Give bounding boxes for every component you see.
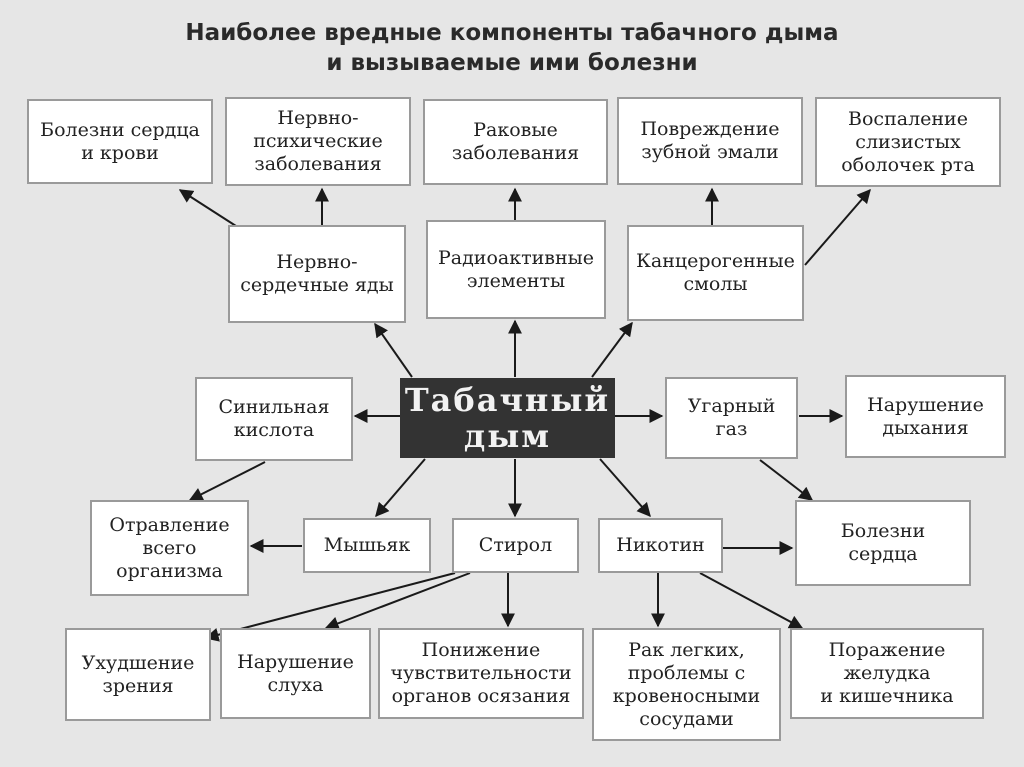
- disease-heart: Болезни сердца: [795, 500, 971, 586]
- arrow: [591, 321, 633, 378]
- arrow: [375, 458, 426, 518]
- component-hydrocyanic-acid: Синильная кислота: [195, 377, 353, 461]
- arrow: [759, 459, 814, 501]
- disease-hearing: Нарушение слуха: [220, 628, 371, 719]
- component-styrene: Стирол: [452, 518, 579, 573]
- disease-poisoning: Отравление всего организма: [90, 500, 249, 596]
- component-radioactive: Радиоактивные элементы: [426, 220, 606, 319]
- arrow: [204, 572, 456, 642]
- disease-vision: Ухудшение зрения: [65, 628, 211, 721]
- tobacco-smoke-center: Табачный дым: [400, 378, 615, 458]
- arrow: [599, 458, 651, 518]
- component-arsenic: Мышьяк: [303, 518, 431, 573]
- component-carcinogenic-tars: Канцерогенные смолы: [627, 225, 804, 321]
- component-carbon-monoxide: Угарный газ: [665, 377, 798, 459]
- component-neuro-cardiac-poisons: Нервно- сердечные яды: [228, 225, 406, 323]
- arrow: [324, 572, 471, 631]
- disease-touch: Понижение чувствительности органов осяза…: [378, 628, 584, 719]
- component-nicotine: Никотин: [598, 518, 723, 573]
- arrow: [188, 461, 266, 501]
- diagram-title-line2: и вызываемые ими болезни: [326, 50, 698, 76]
- arrow: [804, 188, 871, 266]
- disease-mucosa: Воспаление слизистых оболочек рта: [815, 97, 1001, 187]
- disease-stomach: Поражение желудка и кишечника: [790, 628, 984, 719]
- disease-heart-blood: Болезни сердца и крови: [27, 99, 213, 184]
- disease-lung: Рак легких, проблемы с кровеносными сосу…: [592, 628, 781, 741]
- disease-neuropsychic: Нервно- психические заболевания: [225, 97, 411, 186]
- disease-breathing: Нарушение дыхания: [845, 375, 1006, 458]
- disease-cancer: Раковые заболевания: [423, 99, 608, 185]
- diagram-title-line1: Наиболее вредные компоненты табачного ды…: [185, 20, 839, 46]
- arrow: [699, 572, 804, 629]
- arrow: [374, 322, 413, 378]
- disease-enamel: Повреждение зубной эмали: [617, 97, 803, 185]
